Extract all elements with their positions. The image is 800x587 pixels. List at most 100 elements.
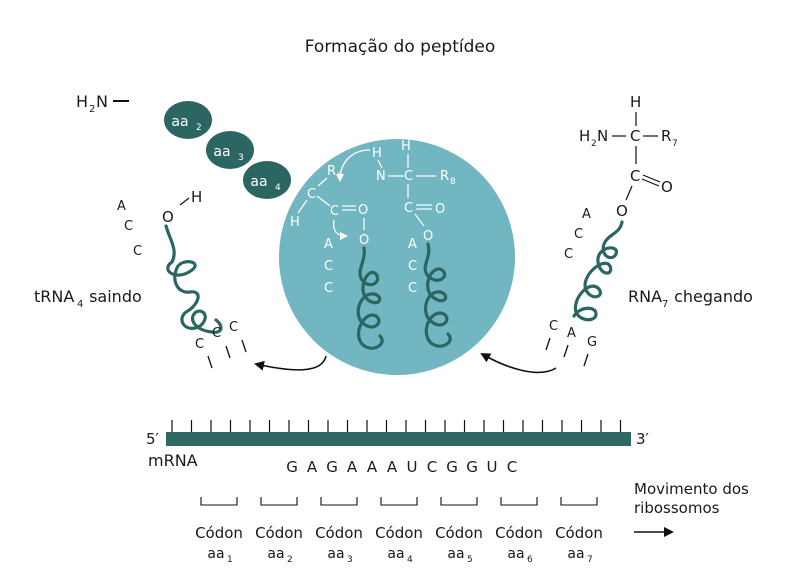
amino-acid-label: aa (213, 144, 230, 160)
ribosome-left-trna: R 5 C H C O O A C C (290, 164, 384, 350)
mrna-base: G (446, 458, 458, 476)
amino-acid-subscript: 3 (238, 153, 244, 163)
ribosome-right-c2: C (404, 201, 413, 216)
ribosome-left-c1: C (307, 187, 316, 202)
trna-arriving: H H 2 N C R 7 C O O A C C C A G RNA 7 ch… (545, 93, 753, 367)
bond (297, 199, 308, 214)
amino-acid-subscript: 2 (196, 123, 202, 133)
ribosome-right-end-c2: C (408, 281, 417, 296)
arriving-r: R (661, 127, 671, 145)
codon-aa-subscript: 4 (407, 555, 413, 565)
trna-leaving: H O A C C C C C tRNA 4 saindo (34, 188, 247, 369)
arriving-h2-sub: 2 (591, 139, 597, 149)
codon-aa-subscript: 3 (347, 555, 353, 565)
codon-aa-subscript: 1 (227, 555, 233, 565)
mrna-base: A (387, 458, 398, 476)
mrna-three-prime: 3′ (636, 430, 650, 448)
arriving-end-a: A (582, 207, 591, 222)
arriving-end-c2: C (564, 247, 573, 262)
arriving-strand (572, 220, 624, 322)
arriving-tick (583, 353, 589, 367)
ribosome-right-end-a: A (408, 237, 417, 252)
ribosome-left-end-c2: C (324, 281, 333, 296)
codon-label: Códon (495, 524, 543, 542)
ribosome-right-n: N (376, 169, 386, 184)
ribosome-r5: R (327, 164, 336, 179)
trna-leaving-o: O (162, 208, 174, 226)
arriving-anticodon-1: C (549, 319, 558, 334)
arriving-end-c1: C (574, 227, 583, 242)
ribosome-right-r-sub: 8 (450, 177, 456, 187)
mrna-base: A (347, 458, 358, 476)
codon-aa-subscript: 2 (287, 555, 293, 565)
ribosome-left-c2: C (330, 204, 339, 219)
codon-label: Códon (315, 524, 363, 542)
codon-aa: aa (507, 546, 524, 562)
trna-leaving-tick (207, 355, 213, 369)
codon-aa: aa (447, 546, 464, 562)
arriving-h2: H (579, 127, 590, 145)
ribosome-movement: Movimento dos ribossomos (634, 480, 749, 537)
arriving-r-sub: 7 (672, 139, 678, 149)
amino-acid-subscript: 4 (275, 183, 281, 193)
ribosome-right-c1: C (404, 169, 413, 184)
codon-label: Códon (555, 524, 603, 542)
movement-line1: Movimento dos (634, 480, 749, 498)
arriving-tick (563, 344, 569, 358)
bond (625, 185, 633, 201)
codon-aa-subscript: 7 (587, 555, 593, 565)
ribosome-right-trna: H N H C R 8 C O O A C C (336, 139, 456, 348)
codon-label: Códon (435, 524, 483, 542)
chain-h-letter: H (76, 92, 88, 111)
codon-aa-subscript: 5 (467, 555, 473, 565)
mrna-strand (166, 432, 631, 446)
bond (641, 178, 660, 187)
amino-acid-chain: aa 2 aa 3 aa 4 (164, 101, 291, 199)
ribosome-right-end-c1: C (408, 259, 417, 274)
trna-leaving-label-sub: 4 (77, 299, 83, 310)
trna-leaving-strand (164, 224, 223, 334)
ribosome-left-end-c1: C (324, 259, 333, 274)
ribosome-left-strand (356, 246, 384, 350)
codon-aa: aa (267, 546, 284, 562)
mrna-base: A (367, 458, 378, 476)
codon-bracket (560, 497, 598, 506)
mrna-base: G (466, 458, 478, 476)
codon-aa: aa (567, 546, 584, 562)
trna-leaving-oh-bond (179, 197, 190, 206)
amino-acid-oval-aa3 (206, 131, 254, 169)
mrna-base: C (427, 458, 437, 476)
diagram-title: Formação do peptídeo (305, 37, 496, 57)
codon-label: Códon (375, 524, 423, 542)
ribosome-left-end-a: A (324, 237, 333, 252)
arriving-anticodon-2: A (567, 326, 576, 341)
electron-arrow (336, 149, 371, 182)
trna-leaving-end-c2: C (133, 244, 142, 259)
mrna-base: C (507, 458, 517, 476)
arriving-tick (545, 337, 551, 351)
amino-acid-label: aa (250, 174, 267, 190)
trna-leaving-end-c1: C (124, 219, 133, 234)
ribosome-right-h1: H (372, 146, 382, 161)
bond (414, 213, 425, 227)
trna-leaving-tick (241, 339, 247, 353)
arriving-h: H (630, 93, 641, 111)
amino-acid-oval-aa4 (243, 161, 291, 199)
ribosome-left-h: H (290, 215, 300, 230)
arriving-o1: O (661, 178, 673, 196)
mrna-five-prime: 5′ (146, 430, 160, 448)
electron-arrow (332, 219, 348, 240)
mrna-base: G (326, 458, 338, 476)
ribosome-right-r: R (440, 169, 449, 184)
arriving-c2: C (630, 167, 640, 185)
codon-label: Códon (255, 524, 303, 542)
arriving-label-suffix: chegando (669, 287, 753, 306)
bond (642, 174, 661, 183)
ribosome-right-strand (423, 242, 452, 348)
bond (317, 177, 328, 187)
movement-line2: ribossomos (634, 499, 720, 517)
